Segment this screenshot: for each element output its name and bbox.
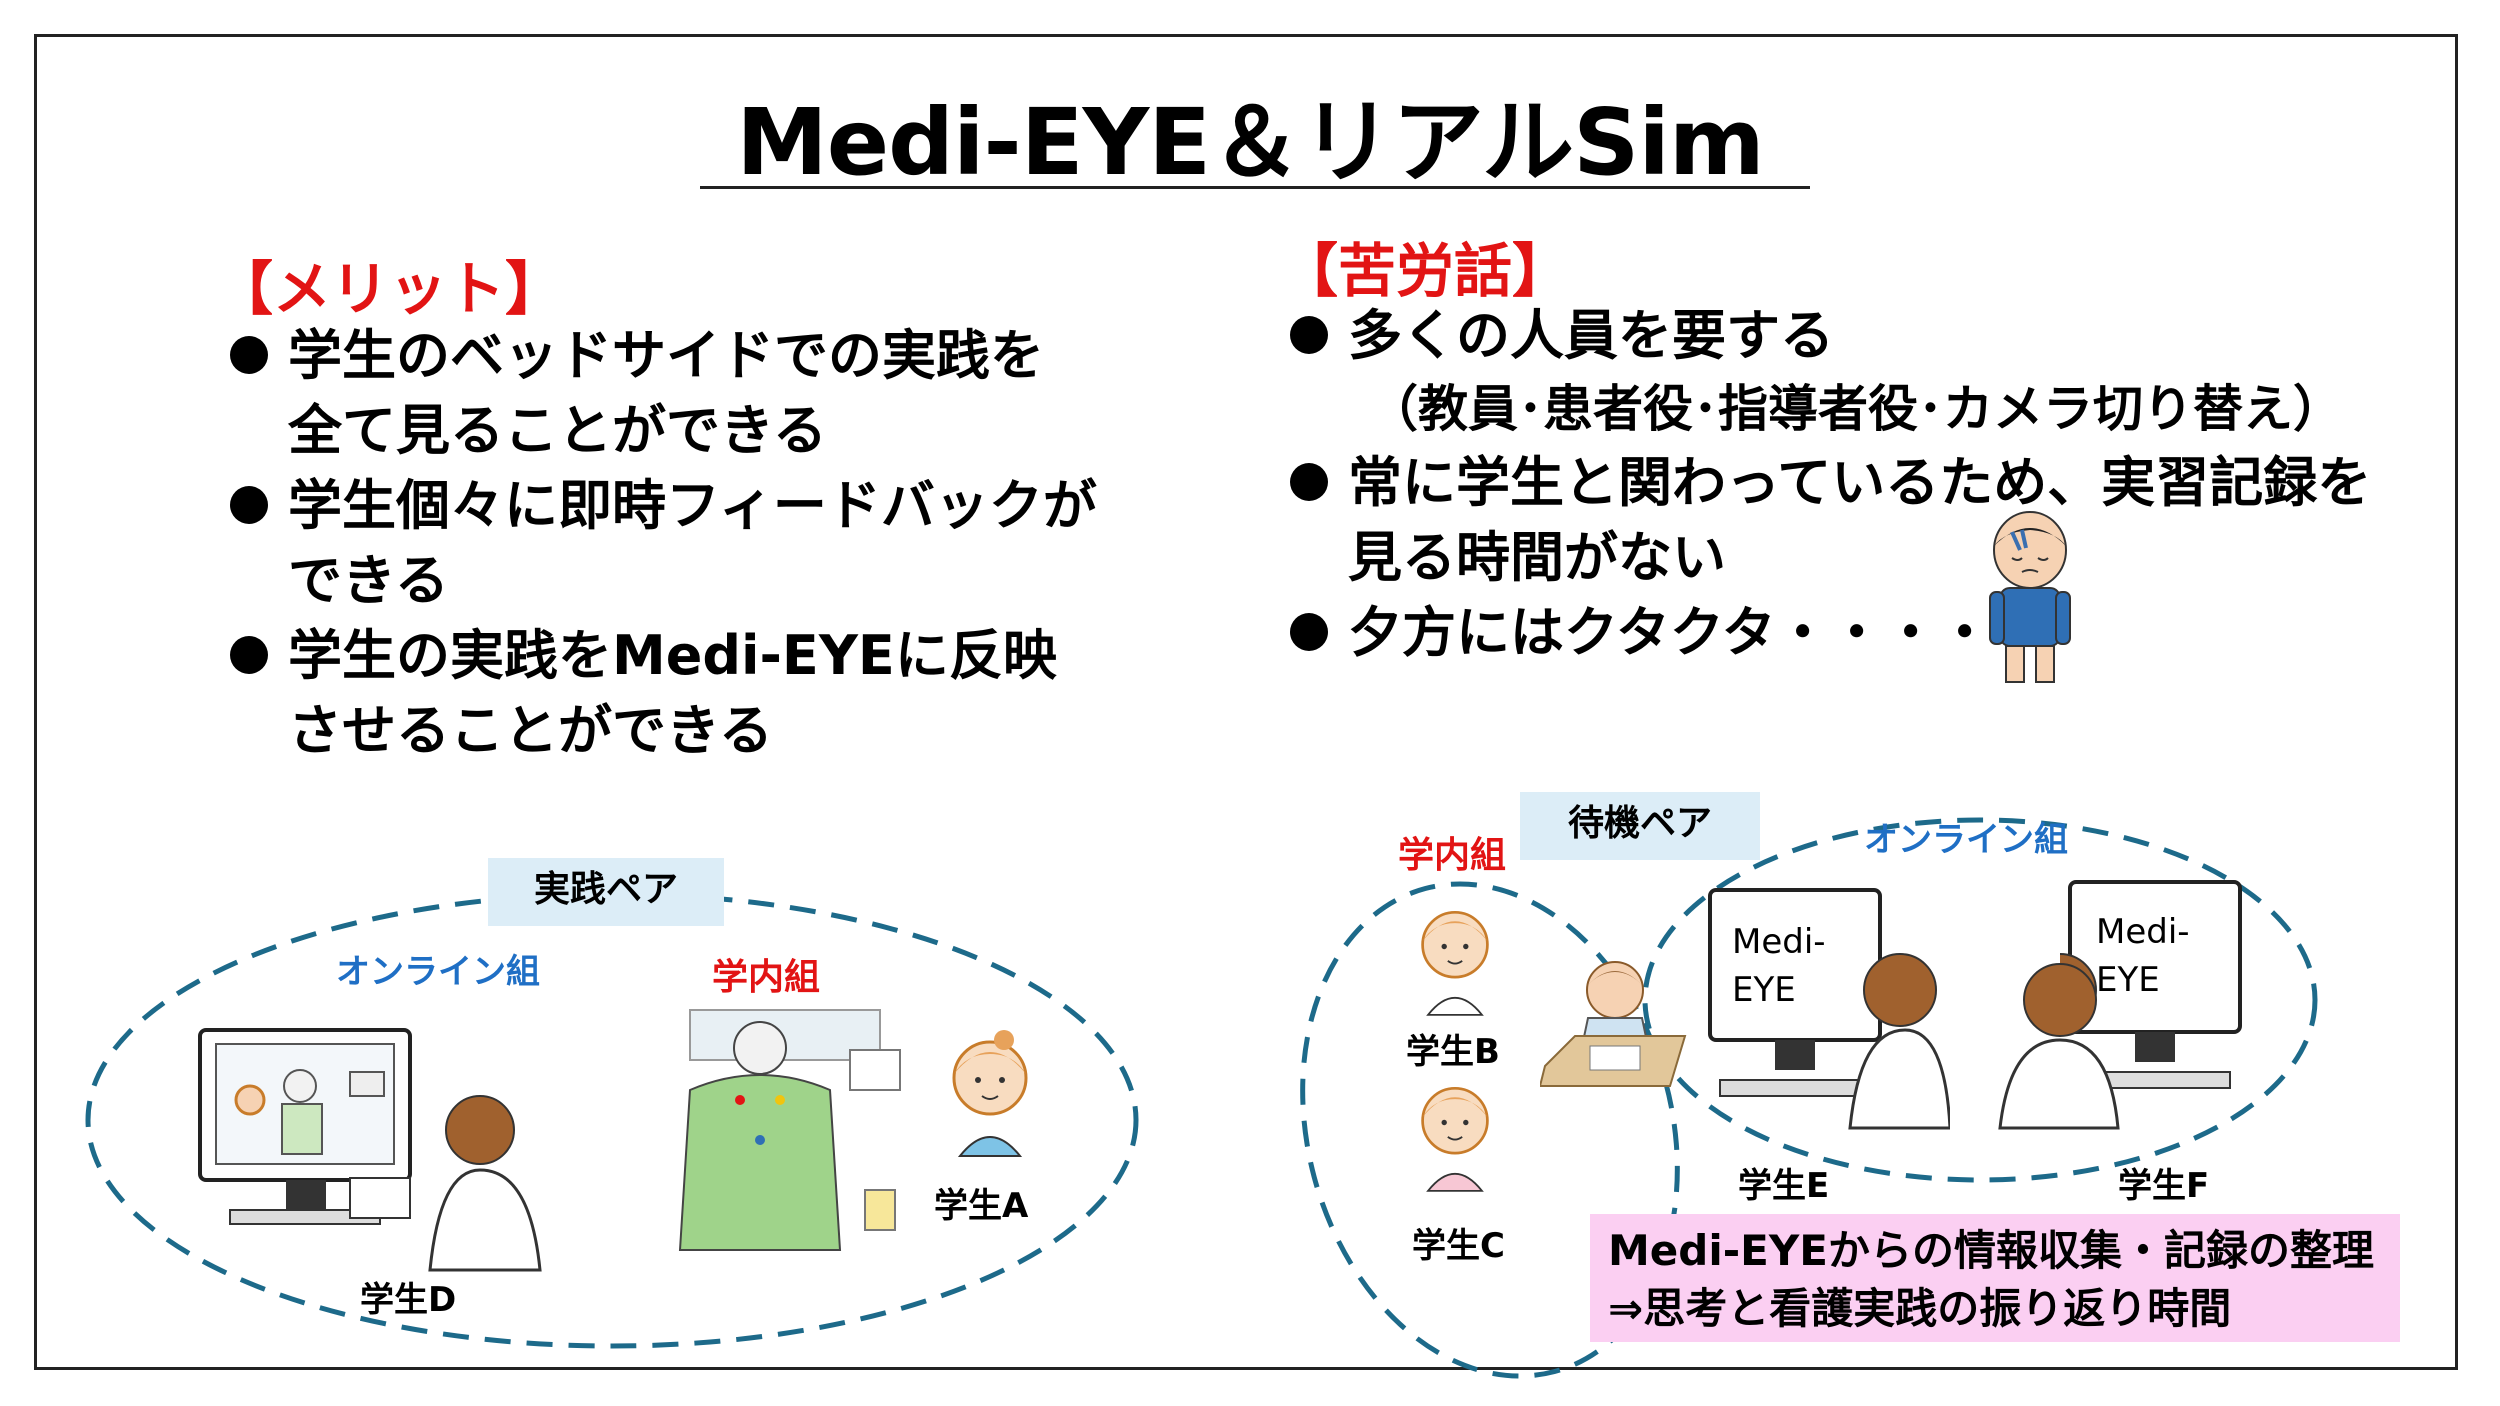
bullet-icon (230, 636, 268, 675)
student-a-label: 学生A (934, 1186, 1029, 1226)
bullet-icon (1290, 613, 1328, 652)
left-online-label: オンライン組 (336, 952, 540, 992)
hardship-item-2: 常に学生と関わっているため、実習記録を (1290, 445, 2371, 520)
info-box-line-2: ⇒思考と看護実践の振り返り時間 (1608, 1284, 2232, 1333)
online-student-at-monitor-illustration (198, 1028, 542, 1272)
bullet-icon (230, 486, 268, 525)
student-d-label: 学生D (360, 1280, 457, 1320)
hardship-heading: 【苦労話】 (1280, 237, 1571, 305)
slide-frame (34, 34, 2458, 1370)
hardship-item-3: 夕方にはクタクタ・・・・・ (1290, 595, 2371, 670)
student-e-label: 学生E (1738, 1166, 1830, 1206)
merit-heading: 【メリット】 (215, 255, 564, 323)
right-campus-label: 学内組 (1398, 835, 1507, 876)
reflection-info-box: Medi-EYEからの情報収集・記録の整理 ⇒思考と看護実践の振り返り時間 (1590, 1214, 2400, 1342)
student-b-illustration (1421, 910, 1489, 1016)
info-box-line-1: Medi-EYEからの情報収集・記録の整理 (1608, 1226, 2374, 1275)
merit-item-1: 学生のベッドサイドでの実践を (230, 318, 1097, 393)
merit-item-3: 学生の実践をMedi-EYEに反映 (230, 618, 1097, 693)
right-online-label: オンライン組 (1864, 820, 2068, 860)
merit-list: 学生のベッドサイドでの実践を 全て見ることができる 学生個々に即時フィードバック… (230, 318, 1097, 768)
online-group-ellipse (1642, 817, 2318, 1183)
hardship-list: 多くの人員を要する （教員･患者役･指導者役･カメラ切り替え） 常に学生と関わっ… (1290, 298, 2371, 670)
bullet-icon (1290, 316, 1328, 355)
patient-simulator-illustration (678, 1009, 901, 1251)
student-c-illustration (1421, 1086, 1489, 1192)
merit-item-2: 学生個々に即時フィードバックが (230, 468, 1097, 543)
title-underline (700, 186, 1810, 189)
merit-item-3-cont: させることができる (288, 699, 773, 762)
bullet-icon (230, 336, 268, 375)
student-a-illustration (952, 1030, 1028, 1157)
tired-person-icon (1989, 511, 2071, 683)
left-campus-label: 学内組 (712, 957, 821, 998)
screen-2-text: Medi- EYE (2096, 912, 2190, 1000)
bullet-icon (1290, 463, 1328, 502)
student-f-label: 学生F (2118, 1166, 2210, 1206)
hardship-item-2-cont: 見る時間がない (1348, 526, 1726, 589)
screen-1-text: Medi- EYE (1732, 922, 1826, 1010)
student-c-label: 学生C (1412, 1226, 1505, 1266)
slide-title: Medi-EYE＆リアルSim (736, 89, 1765, 196)
practice-pair-label: 実践ペア (488, 858, 724, 926)
merit-item-1-cont: 全て見ることができる (288, 399, 827, 462)
student-f-monitor-illustration (2060, 880, 2242, 1089)
merit-item-2-cont: できる (288, 549, 449, 612)
hardship-item-1-note: （教員･患者役･指導者役･カメラ切り替え） (1368, 380, 2343, 438)
practice-pair-ellipse (85, 891, 1139, 1349)
waiting-student-at-desk-illustration (1540, 961, 1687, 1087)
student-f-illustration (1998, 963, 2120, 1130)
student-b-label: 学生B (1406, 1032, 1500, 1072)
student-e-monitor-illustration (1708, 888, 1950, 1130)
waiting-pair-label: 待機ペア (1520, 792, 1760, 860)
hardship-item-1: 多くの人員を要する (1290, 298, 2371, 373)
